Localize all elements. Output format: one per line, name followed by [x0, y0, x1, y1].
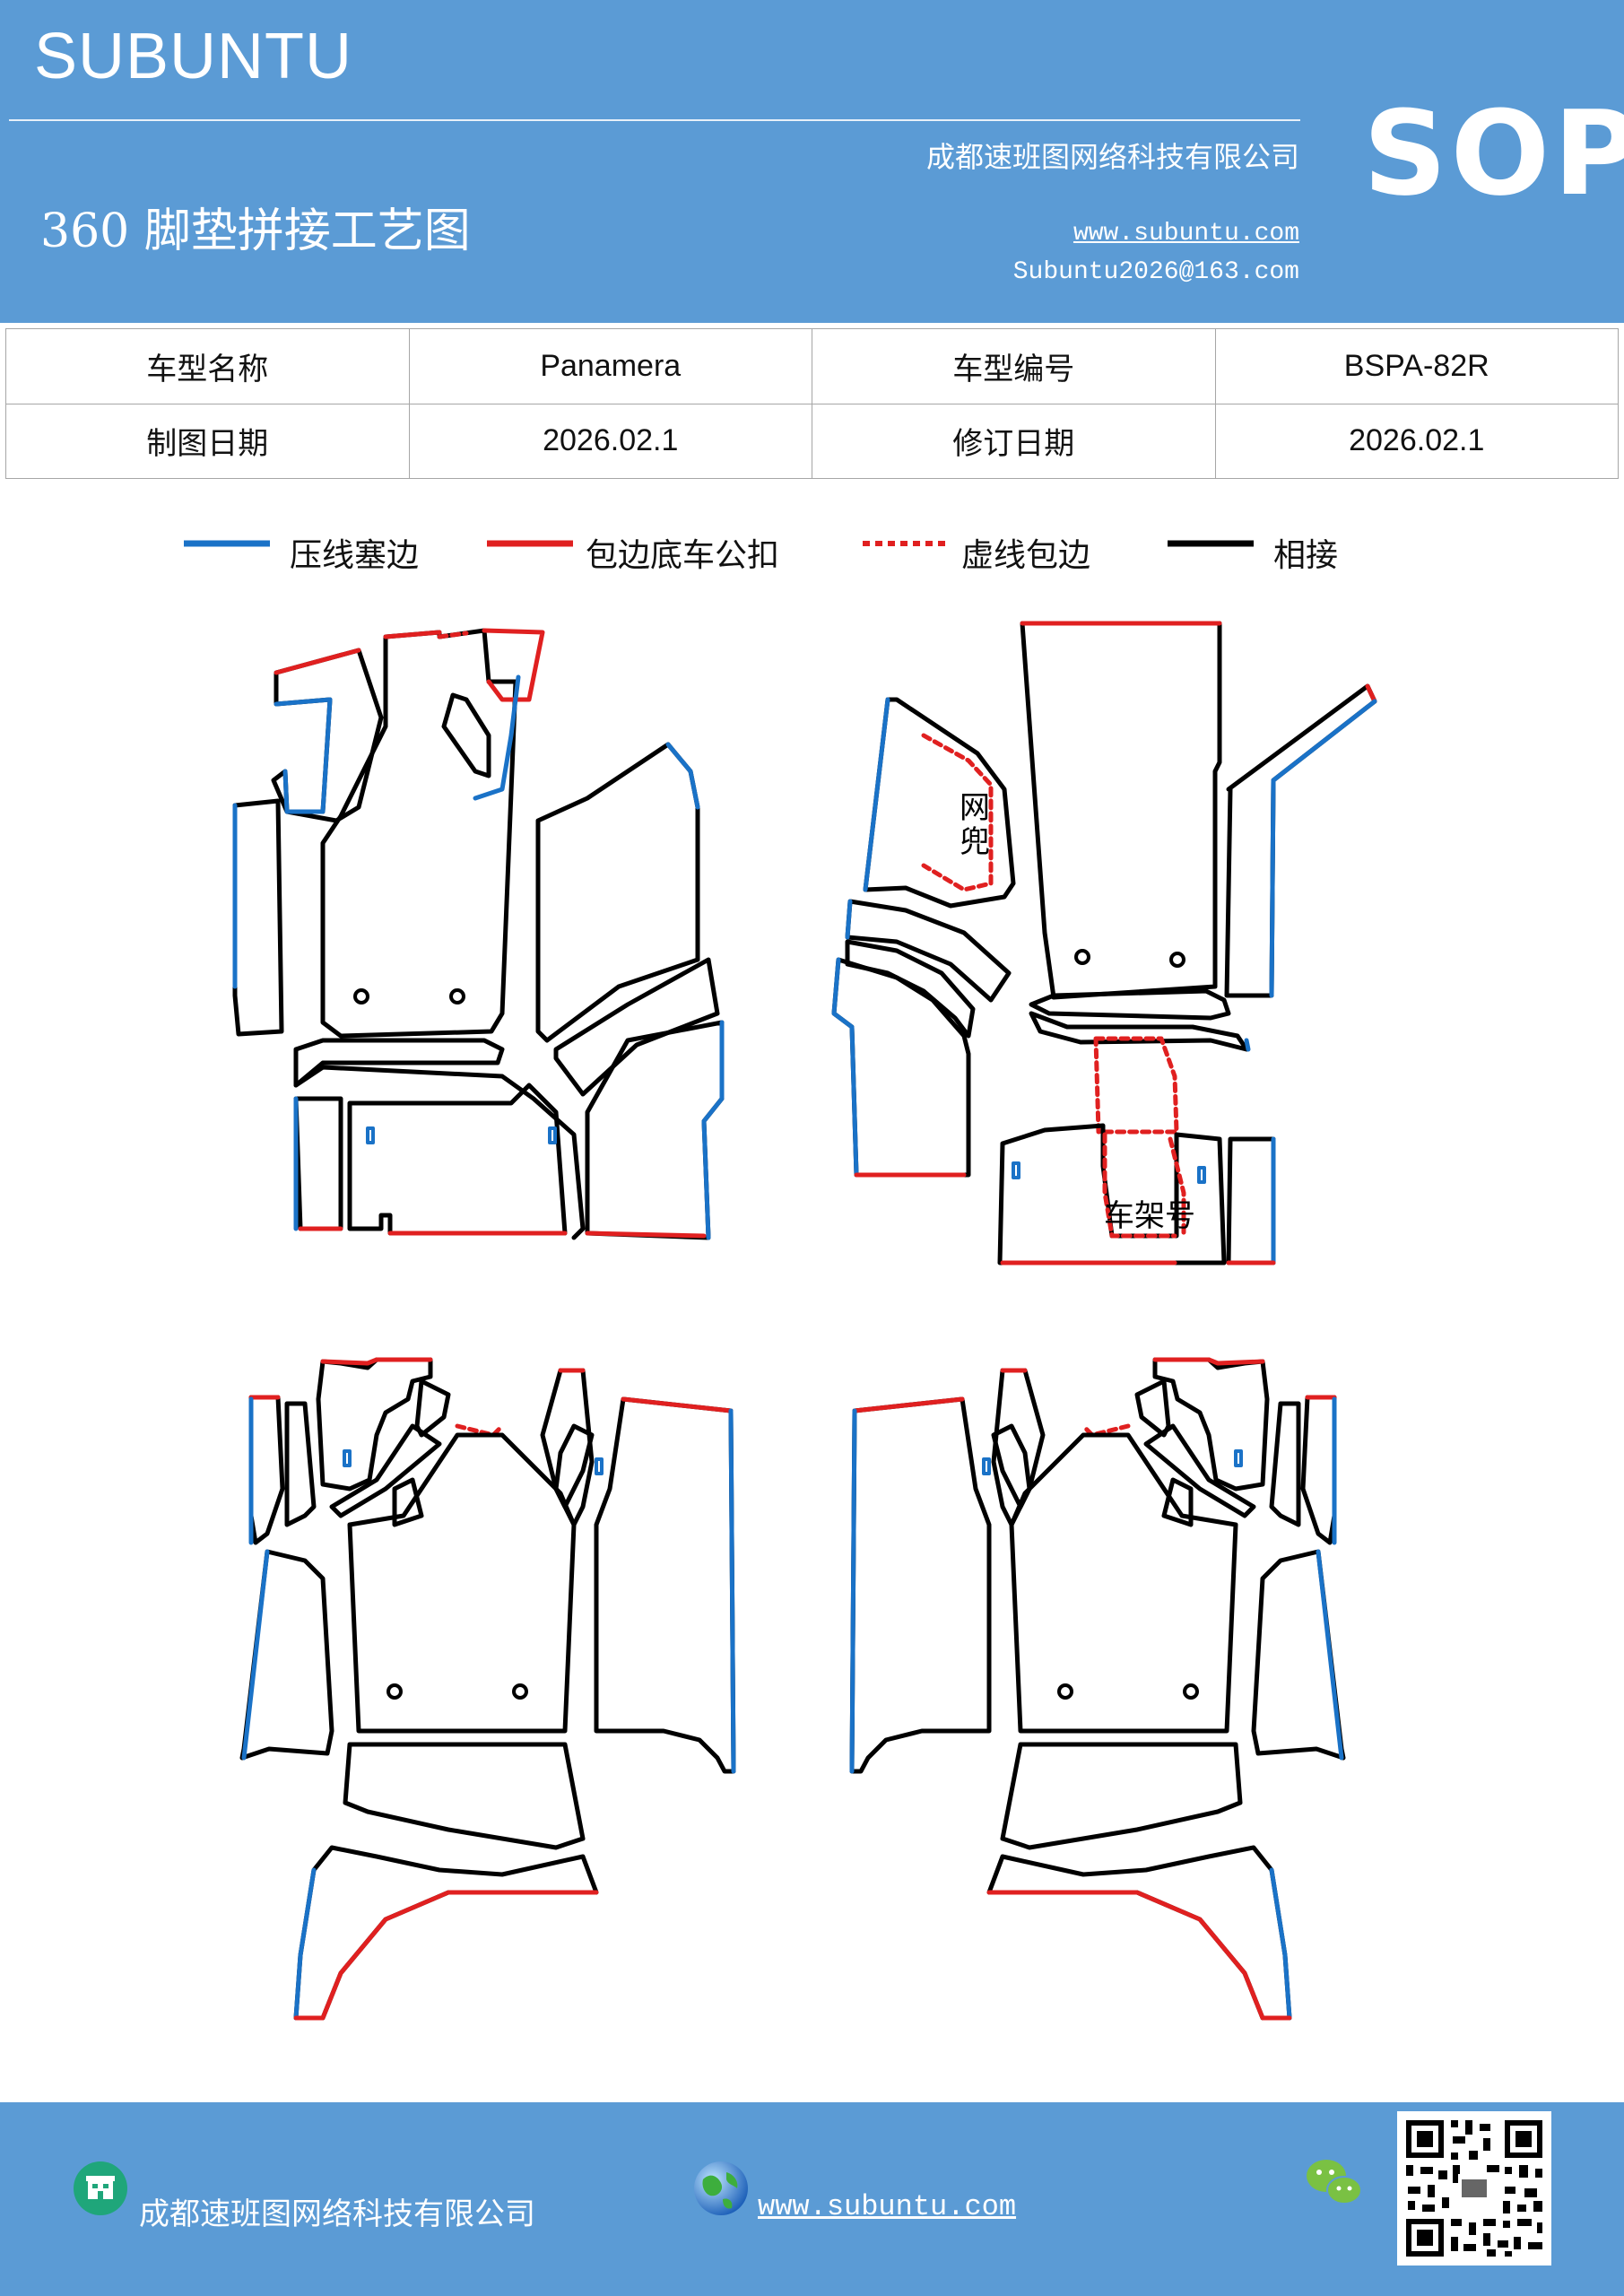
- model-name-label: 车型名称: [5, 328, 410, 404]
- sop-badge: SOP: [1363, 85, 1624, 222]
- header-company: 成都速班图网络科技有限公司: [925, 140, 1299, 174]
- model-code-value: BSPA-82R: [1214, 328, 1619, 404]
- legend-label: 虚线包边: [961, 537, 1091, 574]
- qr-code: [1397, 2111, 1551, 2266]
- legend-label: 包边底车公扣: [586, 537, 780, 574]
- revision-date-label: 修订日期: [812, 403, 1216, 479]
- header-divider: [9, 119, 1300, 121]
- footer-banner: 成都速班图网络科技有限公司 www.subuntu.com: [0, 2102, 1624, 2296]
- net-pocket-label-1: 网: [960, 790, 990, 826]
- header-banner: SUBUNTU 360 脚垫拼接工艺图 成都速班图网络科技有限公司 www.su…: [0, 0, 1624, 323]
- model-code-label: 车型编号: [812, 328, 1216, 404]
- page-title: 360 脚垫拼接工艺图: [40, 204, 471, 258]
- net-pocket-label-2: 兜: [960, 824, 990, 860]
- footer-website-link[interactable]: www.subuntu.com: [758, 2190, 1017, 2223]
- floor-mat-diagram: 网 兜 车架号: [232, 621, 1377, 2021]
- header-email[interactable]: Subuntu2026@163.com: [1012, 258, 1299, 286]
- front-left-mats: [232, 628, 725, 1240]
- building-icon: [74, 2161, 127, 2215]
- globe-icon: [694, 2161, 748, 2215]
- rear-left-mats: [239, 1357, 736, 2021]
- dotted-line-swatch: [863, 541, 949, 546]
- black-line-swatch: [1168, 540, 1254, 547]
- legend-label: 压线塞边: [290, 537, 420, 574]
- brand-name: SUBUNTU: [34, 21, 353, 92]
- wechat-icon[interactable]: [1305, 2156, 1364, 2210]
- table-row: 车型名称 Panamera 车型编号 BSPA-82R: [5, 328, 1619, 404]
- revision-date-value: 2026.02.1: [1214, 403, 1619, 479]
- legend-label: 相接: [1273, 537, 1339, 574]
- header-website-link[interactable]: www.subuntu.com: [1073, 220, 1299, 248]
- rear-right-mats: [849, 1357, 1346, 2021]
- table-row: 制图日期 2026.02.1 修订日期 2026.02.1: [5, 403, 1619, 479]
- red-line-swatch: [487, 540, 573, 547]
- draw-date-value: 2026.02.1: [408, 403, 812, 479]
- rear-first-row-mats: [831, 621, 1377, 1265]
- vehicle-info-table: 车型名称 Panamera 车型编号 BSPA-82R 制图日期 2026.02…: [5, 328, 1619, 479]
- blue-line-swatch: [184, 540, 270, 547]
- model-name-value: Panamera: [408, 328, 812, 404]
- footer-company: 成都速班图网络科技有限公司: [139, 2196, 535, 2232]
- draw-date-label: 制图日期: [5, 403, 410, 479]
- frame-number-label: 车架号: [1104, 1198, 1195, 1234]
